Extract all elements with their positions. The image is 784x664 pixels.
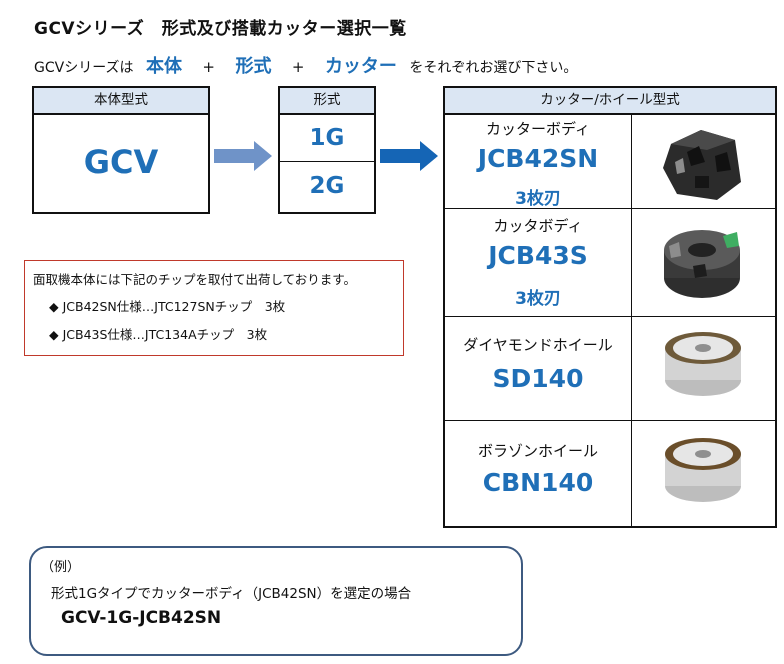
grinding-wheel-icon [665, 438, 741, 502]
type-option-1g: 1G [280, 115, 374, 162]
cutter-body-icon [663, 130, 741, 200]
row-label: ダイヤモンドホイール [463, 336, 613, 354]
row-code: JCB42SN [477, 144, 599, 173]
row-sub: 3枚刃 [515, 289, 561, 309]
row-code: SD140 [492, 364, 584, 393]
row-sub: 3枚刃 [515, 189, 561, 209]
chip-notice-box: 面取機本体には下記のチップを取付て出荷しております。 ◆ JCB42SN仕様…J… [24, 260, 404, 356]
example-label: （例） [41, 560, 81, 575]
row-code: JCB43S [488, 241, 588, 270]
body-model-value: GCV [83, 143, 159, 181]
row-label: ボラゾンホイール [477, 442, 598, 460]
column-divider [631, 115, 632, 526]
intro-keyword-type: 形式 [235, 56, 272, 77]
row-divider [445, 316, 775, 317]
body-model-header: 本体型式 [34, 88, 208, 115]
row-divider [445, 420, 775, 421]
page-title: GCVシリーズ 形式及び搭載カッター選択一覧 [34, 19, 407, 39]
arrow-right-icon [214, 141, 272, 171]
row-divider [445, 208, 775, 209]
notice-item: ◆ JCB43S仕様…JTC134Aチップ 3枚 [49, 327, 268, 342]
cutter-wheel-table: カッター/ホイール型式 カッターボディ JCB42SN 3枚刃 カッタボディ J… [443, 86, 777, 528]
intro-line: GCVシリーズは 本体 + 形式 + カッター をそれぞれお選び下さい。 [34, 52, 577, 78]
notice-item: ◆ JCB42SN仕様…JTC127SNチップ 3枚 [49, 299, 286, 314]
cutter-table-header: カッター/ホイール型式 [445, 88, 775, 115]
notice-heading: 面取機本体には下記のチップを取付て出荷しております。 [33, 272, 357, 287]
plus-sign: + [202, 58, 215, 76]
intro-suffix: をそれぞれお選び下さい。 [409, 60, 578, 76]
row-label: カッターボディ [486, 120, 590, 138]
type-box: 形式 1G 2G [278, 86, 376, 214]
example-model-code: GCV-1G-JCB42SN [61, 608, 222, 628]
grinding-wheel-icon [665, 332, 741, 396]
intro-prefix: GCVシリーズは [34, 60, 134, 76]
type-option-2g: 2G [309, 173, 345, 199]
example-description: 形式1Gタイプでカッターボディ（JCB42SN）を選定の場合 [51, 586, 412, 602]
cutter-body-icon [664, 230, 740, 298]
arrow-right-icon [380, 141, 438, 171]
example-box: （例） 形式1Gタイプでカッターボディ（JCB42SN）を選定の場合 GCV-1… [29, 546, 523, 656]
plus-sign: + [291, 58, 305, 76]
row-label: カッタボディ [493, 217, 583, 235]
type-header: 形式 [280, 88, 374, 115]
row-code: CBN140 [482, 468, 594, 497]
body-model-box: 本体型式 GCV [32, 86, 210, 214]
intro-keyword-cutter: カッター [324, 56, 397, 77]
intro-keyword-body: 本体 [145, 56, 182, 77]
